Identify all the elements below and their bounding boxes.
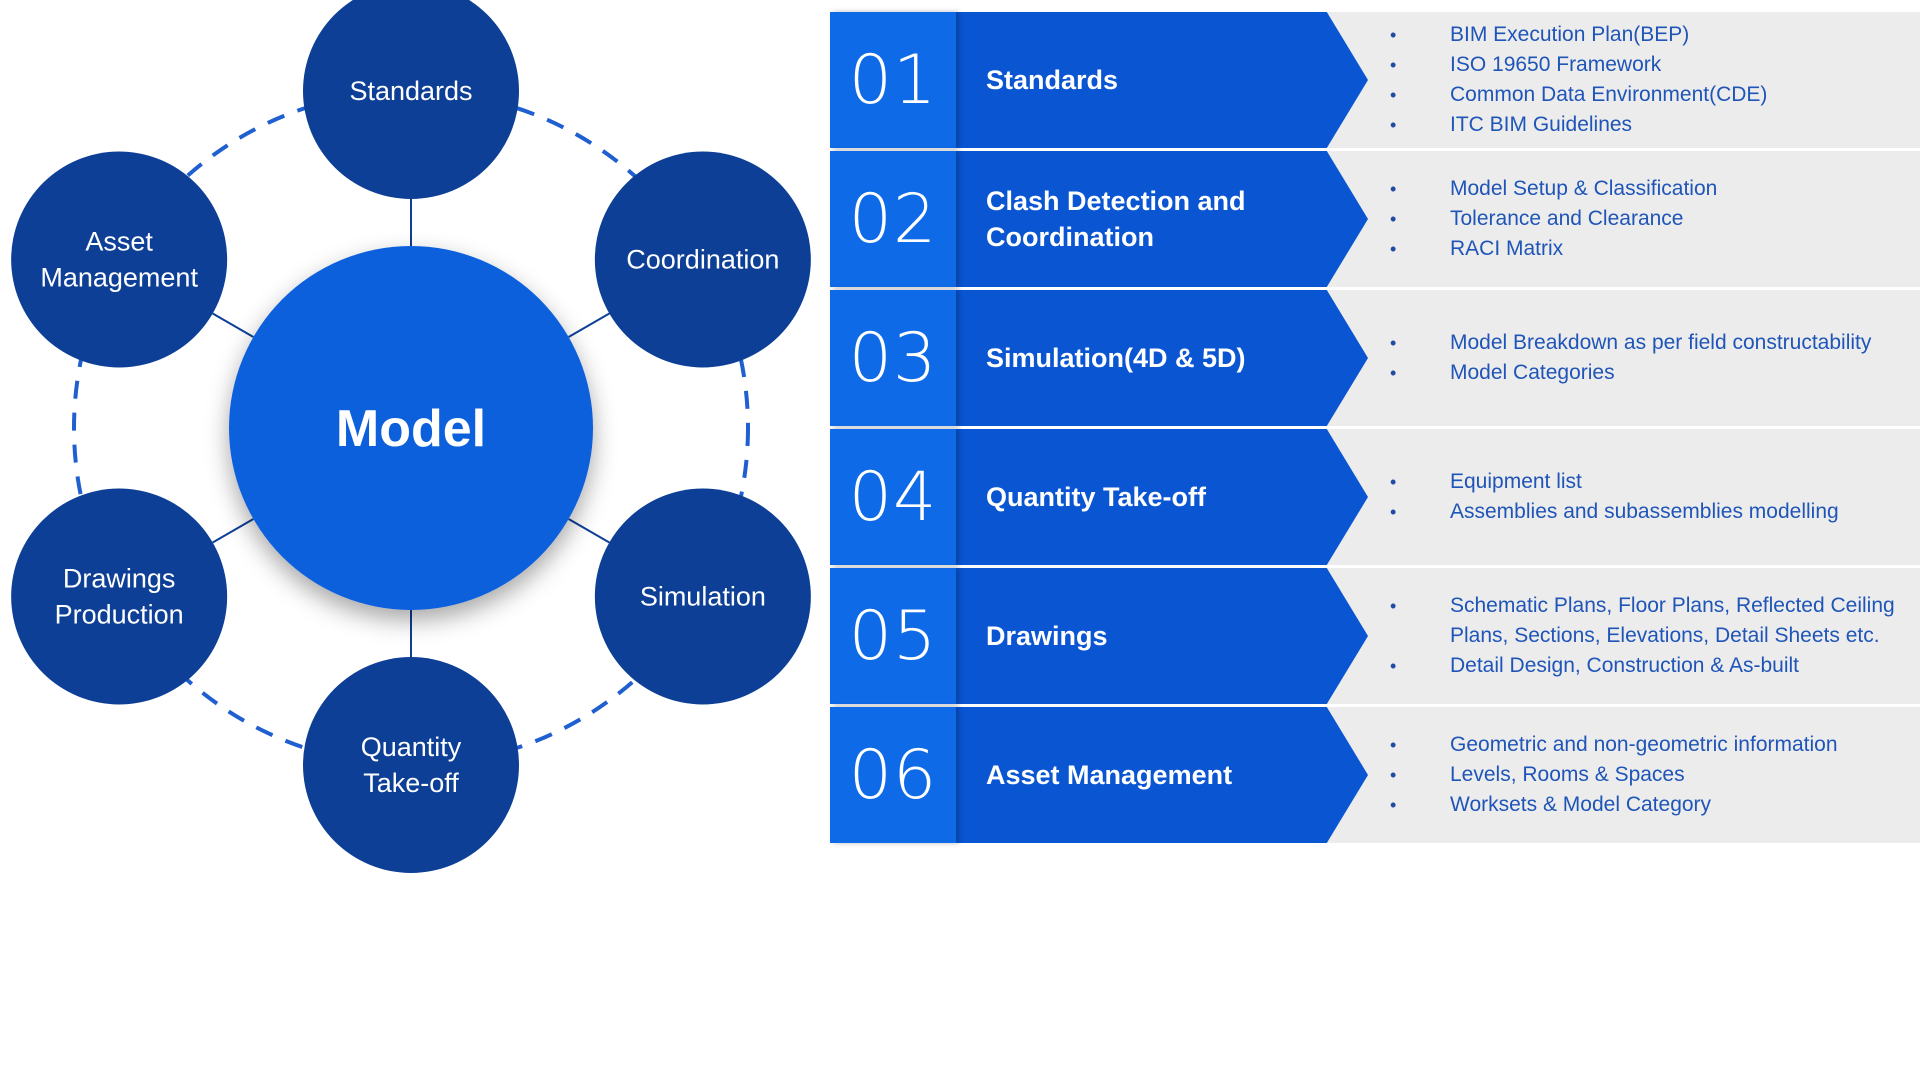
center-label: Model: [336, 400, 486, 458]
node-circle-coordination: [594, 151, 811, 368]
node-circle-drawings-production: [11, 488, 228, 705]
phase-title: Standards: [986, 65, 1119, 95]
connector-drawings-production: [212, 518, 254, 544]
bullet-item: Model Setup & Classification: [1390, 174, 1910, 204]
node-simulation: Simulation: [594, 488, 811, 705]
phase-bullet-list: Geometric and non-geometric informationL…: [1390, 707, 1910, 843]
bullet-item: Geometric and non-geometric information: [1390, 730, 1910, 760]
bullet-item: Tolerance and Clearance: [1390, 204, 1910, 234]
phase-title: Asset Management: [986, 760, 1233, 790]
bullet-item: Model Breakdown as per field constructab…: [1390, 328, 1910, 358]
phase-title-arrow: Drawings: [956, 568, 1368, 704]
phase-number: 05: [830, 568, 956, 704]
node-standards: Standards: [303, 0, 519, 199]
phase-bullet-list: Model Setup & ClassificationTolerance an…: [1390, 151, 1910, 287]
phase-title-arrow: Quantity Take-off: [956, 429, 1368, 565]
connector-lines: [212, 199, 610, 657]
phase-row-05: 05 Drawings Schematic Plans, Floor Plans, …: [830, 568, 1920, 704]
phase-number: 02: [830, 151, 956, 287]
phase-number: 06: [830, 707, 956, 843]
node-circle-quantity-take-off: [303, 657, 519, 873]
bullet-item: Levels, Rooms & Spaces: [1390, 760, 1910, 790]
phase-title-arrow: Clash Detection and Coordination: [956, 151, 1368, 287]
node-label-coordination: Coordination: [626, 245, 779, 275]
bullet-item: Worksets & Model Category: [1390, 790, 1910, 820]
node-label-asset-management: Asset: [85, 227, 153, 257]
center-node: Model: [229, 246, 593, 610]
phase-number: 03: [830, 290, 956, 426]
node-label-asset-management: Management: [40, 263, 198, 293]
phase-row-06: 06 Asset Management Geometric and non-geom…: [830, 707, 1920, 843]
node-label-quantity-take-off: Take-off: [363, 768, 459, 798]
phase-title: Quantity Take-off: [986, 482, 1207, 512]
bullet-item: RACI Matrix: [1390, 234, 1910, 264]
phase-row-04: 04 Quantity Take-off Equipment listAssembl…: [830, 429, 1920, 565]
node-label-drawings-production: Production: [55, 600, 184, 630]
phase-title-arrow: Simulation(4D & 5D): [956, 290, 1368, 426]
bullet-item: Model Categories: [1390, 358, 1910, 388]
connector-coordination: [568, 312, 610, 338]
phase-row-02: 02 Clash Detection and Coordination Model …: [830, 151, 1920, 287]
phase-bullet-list: Model Breakdown as per field constructab…: [1390, 290, 1910, 426]
phase-title-arrow: Asset Management: [956, 707, 1368, 843]
phase-bullet-list: Schematic Plans, Floor Plans, Reflected …: [1390, 568, 1910, 704]
node-circle-standards: [303, 0, 519, 199]
phase-number: 01: [830, 12, 956, 148]
node-label-simulation: Simulation: [640, 582, 766, 612]
phase-title: Simulation(4D & 5D): [986, 343, 1246, 373]
phase-title: Drawings: [986, 621, 1108, 651]
phase-title: Clash Detection and Coordination: [986, 186, 1246, 252]
node-coordination: Coordination: [594, 151, 811, 368]
bullet-item: Schematic Plans, Floor Plans, Reflected …: [1390, 591, 1910, 651]
phase-number: 04: [830, 429, 956, 565]
bullet-item: Common Data Environment(CDE): [1390, 80, 1910, 110]
cycle-nodes: StandardsCoordinationSimulationQuantityT…: [11, 0, 811, 873]
bullet-item: ISO 19650 Framework: [1390, 50, 1910, 80]
bim-cycle-diagram: StandardsCoordinationSimulationQuantityT…: [11, 0, 811, 873]
node-label-standards: Standards: [349, 76, 472, 106]
phase-row-03: 03 Simulation(4D & 5D) Model Breakdown as …: [830, 290, 1920, 426]
node-label-drawings-production: Drawings: [63, 564, 176, 594]
bullet-item: Equipment list: [1390, 467, 1910, 497]
phase-row-01: 01 Standards BIM Execution Plan(BEP)ISO 19…: [830, 12, 1920, 148]
connector-asset-management: [212, 312, 254, 338]
bullet-item: Detail Design, Construction & As-built: [1390, 651, 1910, 681]
phase-bullet-list: Equipment listAssemblies and subassembli…: [1390, 429, 1910, 565]
node-circle-asset-management: [11, 151, 228, 368]
bullet-item: Assemblies and subassemblies modelling: [1390, 497, 1910, 527]
phase-title-arrow: Standards: [956, 12, 1368, 148]
connector-simulation: [568, 518, 610, 544]
phase-table: 01 Standards BIM Execution Plan(BEP)ISO 19…: [830, 12, 1920, 846]
center-circle: [229, 246, 593, 610]
phase-bullet-list: BIM Execution Plan(BEP)ISO 19650 Framewo…: [1390, 12, 1910, 148]
bullet-item: ITC BIM Guidelines: [1390, 110, 1910, 140]
node-label-quantity-take-off: Quantity: [361, 732, 462, 762]
bullet-item: BIM Execution Plan(BEP): [1390, 20, 1910, 50]
node-circle-simulation: [594, 488, 811, 705]
